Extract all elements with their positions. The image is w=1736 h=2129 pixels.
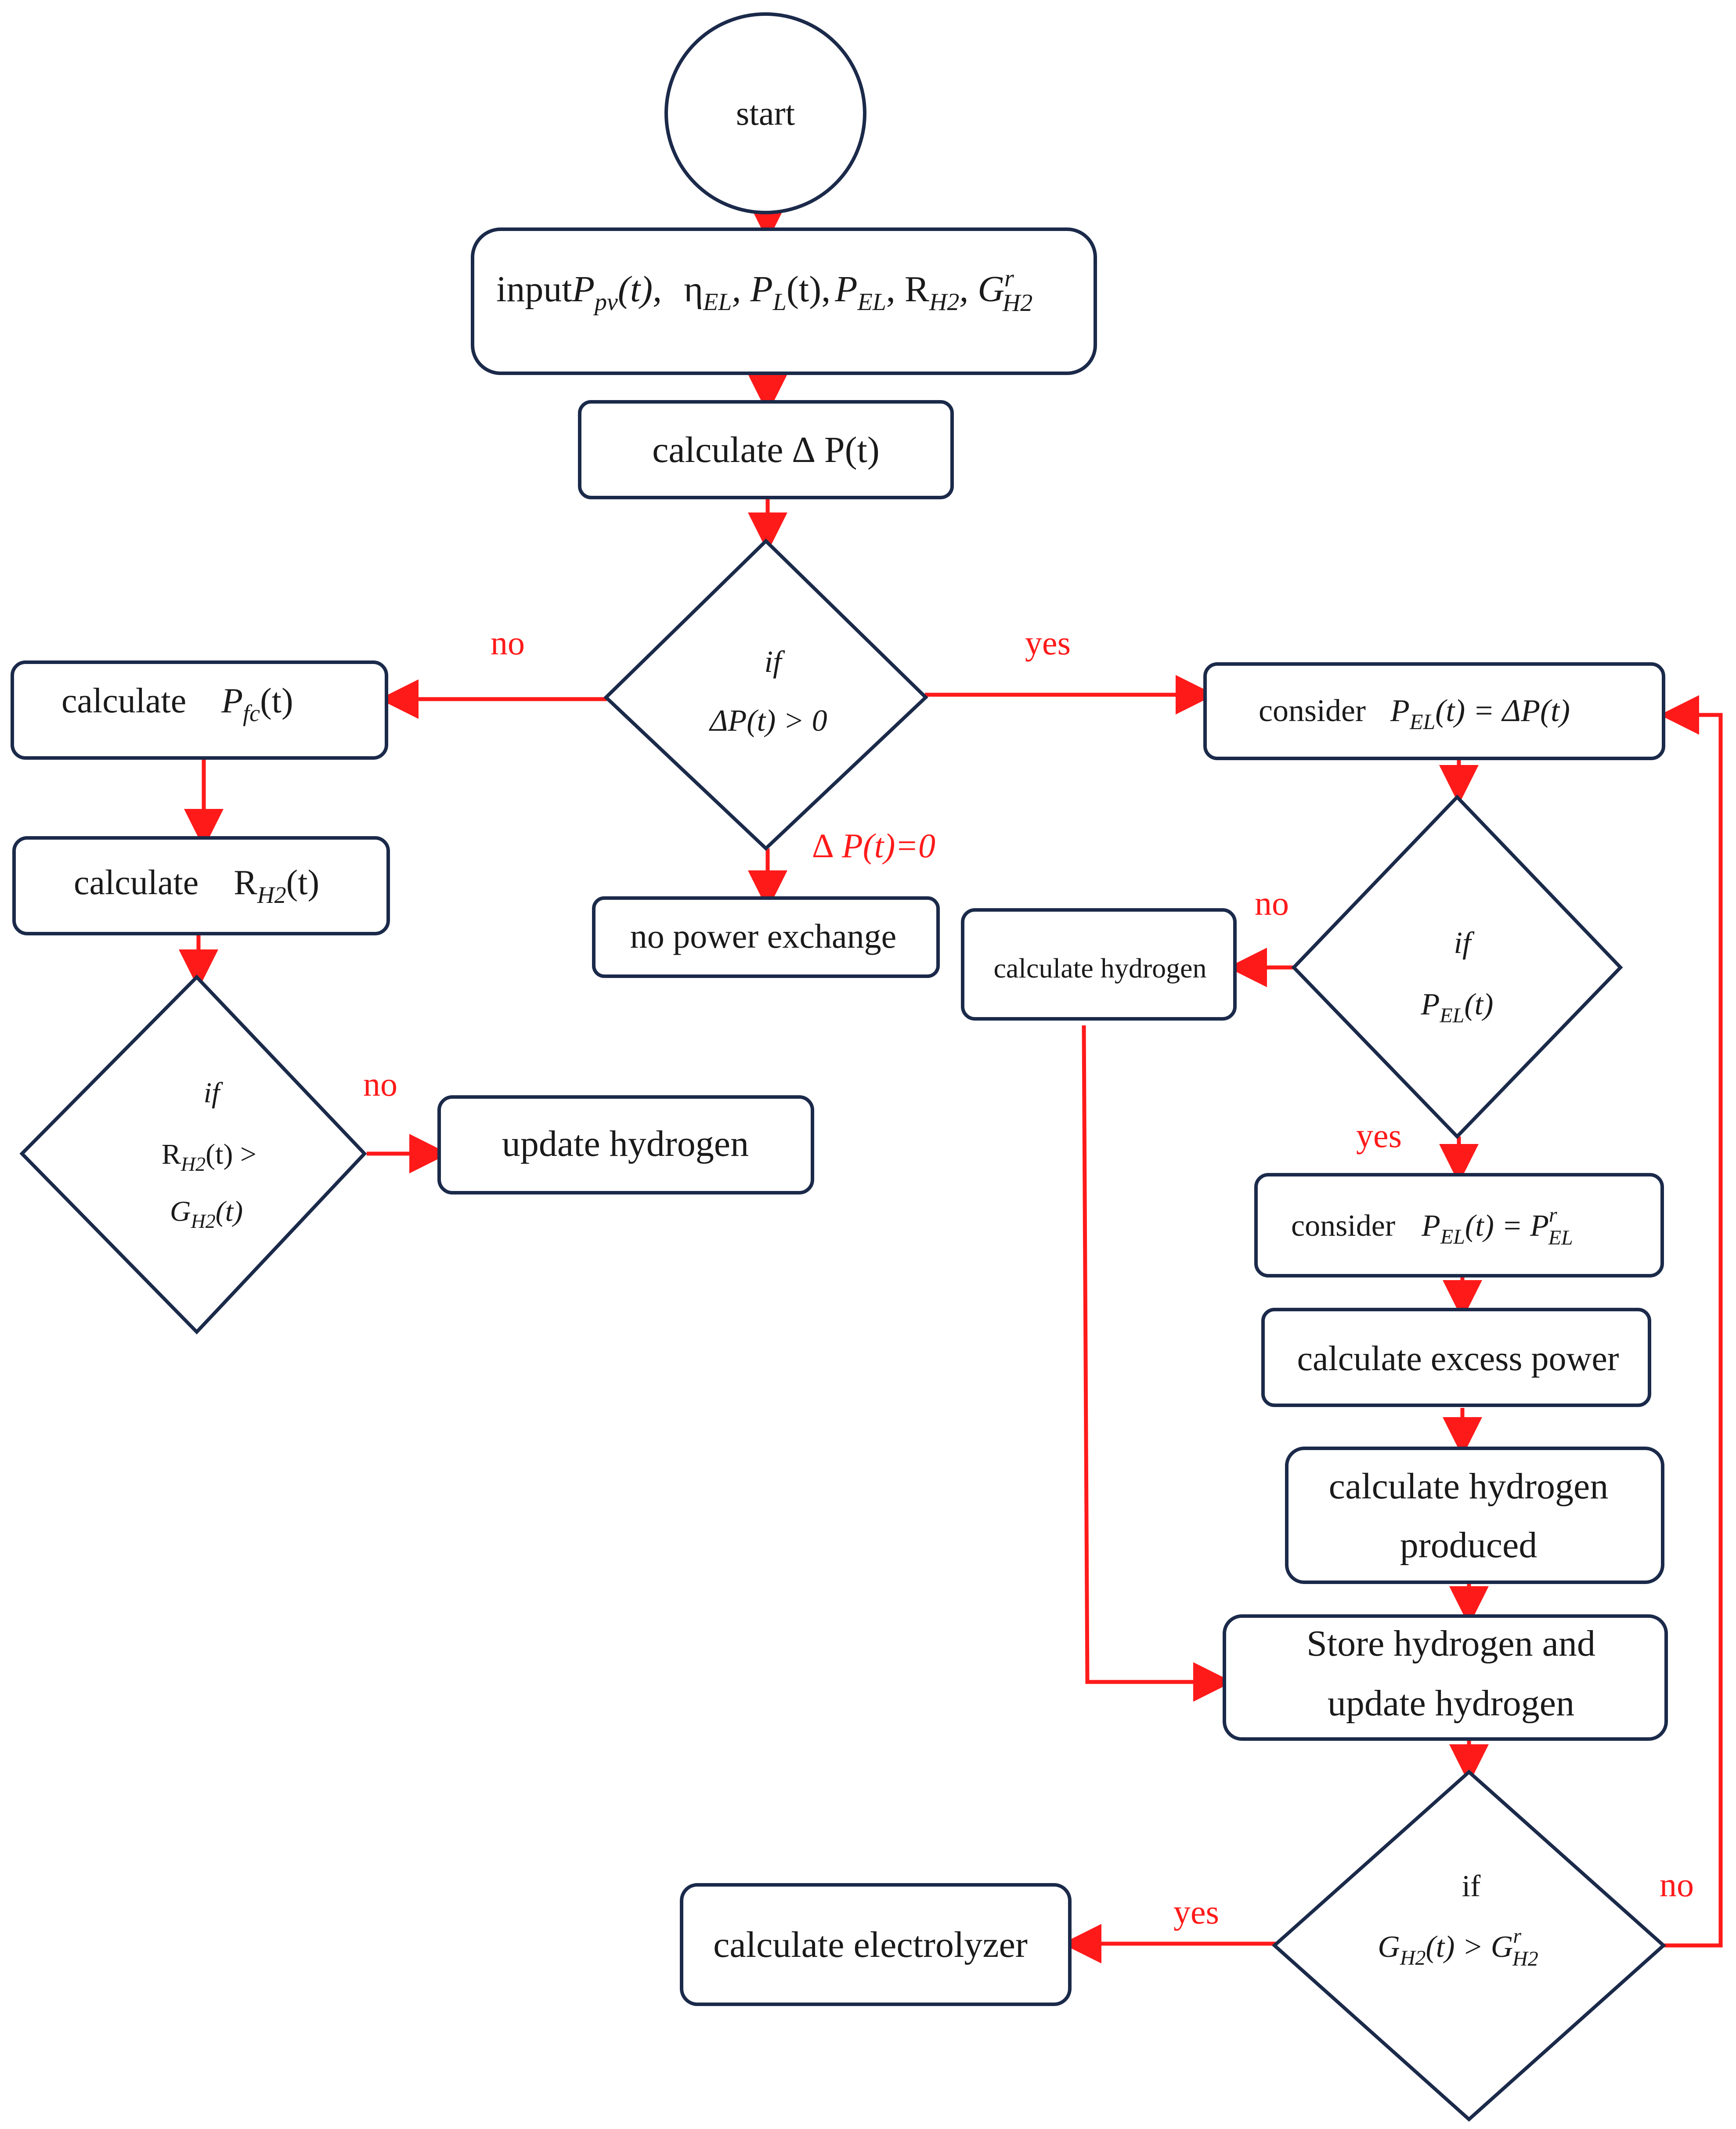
store-hydrogen-line1: Store hydrogen and — [1307, 1623, 1595, 1664]
decision-rh2-node: if RH2(t) > GH2(t) — [19, 974, 367, 1335]
calc-delta-label: calculate ∆ P(t) — [652, 429, 880, 470]
label-no-gh2: no — [1660, 1866, 1694, 1904]
calc-hydrogen-node: calculate hydrogen — [961, 908, 1237, 1021]
label-no-rh2: no — [363, 1065, 397, 1103]
no-power-exchange-node: no power exchange — [592, 896, 940, 978]
decision-rh2-line3: GH2(t) — [170, 1195, 243, 1232]
calc-delta-node: calculate ∆ P(t) — [578, 400, 954, 499]
start-label: start — [736, 94, 795, 132]
branch-labels: no yes ∆ P(t)=0 no no yes yes no — [363, 624, 1694, 1931]
calc-electrolyzer-node: calculate electrolyzer — [680, 1883, 1072, 2006]
decision-pel-condition: PEL(t) — [1421, 988, 1494, 1027]
arrow-gh2-no-loop-back — [1660, 695, 1723, 1948]
label-no-delta: no — [491, 624, 525, 662]
label-yes-delta: yes — [1025, 624, 1071, 662]
calc-hydrogen-produced-line1: calculate hydrogen — [1329, 1466, 1609, 1507]
store-hydrogen-node: Store hydrogen and update hydrogen — [1223, 1614, 1668, 1741]
calc-excess-node: calculate excess power — [1261, 1308, 1651, 1407]
label-no-pel: no — [1255, 884, 1289, 922]
calc-hydrogen-produced-line2: produced — [1400, 1525, 1537, 1566]
start-node: start — [664, 12, 866, 214]
arrow-calc-hydrogen-to-store — [1082, 1025, 1233, 1702]
update-hydrogen-node: update hydrogen — [437, 1095, 814, 1194]
label-yes-pel: yes — [1356, 1116, 1402, 1155]
decision-gh2-if: if — [1462, 1869, 1481, 1903]
connectors — [179, 197, 1723, 1963]
calc-electrolyzer-label: calculate electrolyzer — [713, 1924, 1028, 1965]
calc-excess-label: calculate excess power — [1297, 1339, 1619, 1378]
no-power-exchange-label: no power exchange — [630, 917, 896, 955]
decision-rh2-line2: RH2(t) > — [162, 1138, 256, 1175]
decision-delta-condition: ΔP(t) > 0 — [708, 704, 827, 738]
calc-hydrogen-label: calculate hydrogen — [993, 953, 1206, 984]
calc-hydrogen-produced-node: calculate hydrogen produced — [1285, 1447, 1664, 1584]
label-delta-zero: ∆ P(t)=0 — [812, 826, 935, 865]
decision-pel-node: if PEL(t) — [1291, 794, 1623, 1139]
decision-delta-node: if ΔP(t) > 0 — [603, 538, 928, 851]
update-hydrogen-label: update hydrogen — [502, 1123, 749, 1164]
store-hydrogen-line2: update hydrogen — [1328, 1683, 1574, 1724]
label-yes-gh2: yes — [1173, 1893, 1219, 1931]
